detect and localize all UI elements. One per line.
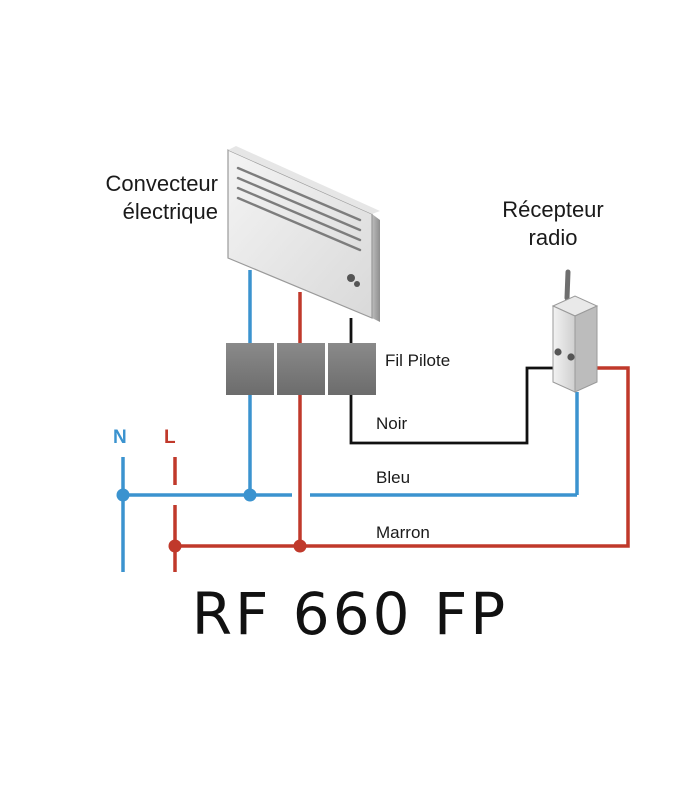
terminal-block [226, 343, 376, 395]
terminal-1 [226, 343, 274, 395]
electric-convector [227, 146, 380, 322]
receiver-label: Récepteur radio [502, 197, 604, 250]
junction-dots [116, 488, 307, 553]
receiver-port-2 [567, 353, 575, 361]
radio-receiver [551, 269, 599, 393]
heater-front [227, 149, 373, 319]
heater-control-knob [347, 274, 360, 287]
pilot-wire-black [349, 318, 553, 445]
convector-label: Convecteur électrique [105, 171, 218, 224]
neutral-junction-heater [243, 488, 257, 502]
black-wire-label: Noir [376, 414, 408, 433]
neutral-junction-left [116, 488, 130, 502]
blue-wire-label: Bleu [376, 468, 411, 487]
model-name: RF 660 FP [191, 580, 509, 648]
heater-grille [236, 166, 362, 252]
heater-top [228, 146, 380, 214]
neutral-wire [121, 270, 579, 572]
brown-wire-label: Marron [376, 523, 430, 542]
neutral-label: N [113, 427, 127, 448]
live-junction-left [168, 539, 182, 553]
heater-side [372, 214, 380, 322]
terminal-2 [277, 343, 325, 395]
live-junction-heater [293, 539, 307, 553]
live-label: L [164, 427, 176, 448]
receiver-antenna [564, 269, 571, 301]
live-wire [173, 292, 630, 572]
receiver-port-1 [554, 348, 562, 356]
terminal-3 [328, 343, 376, 395]
pilot-wire-label: Fil Pilote [385, 351, 451, 370]
receiver-side [574, 305, 598, 393]
